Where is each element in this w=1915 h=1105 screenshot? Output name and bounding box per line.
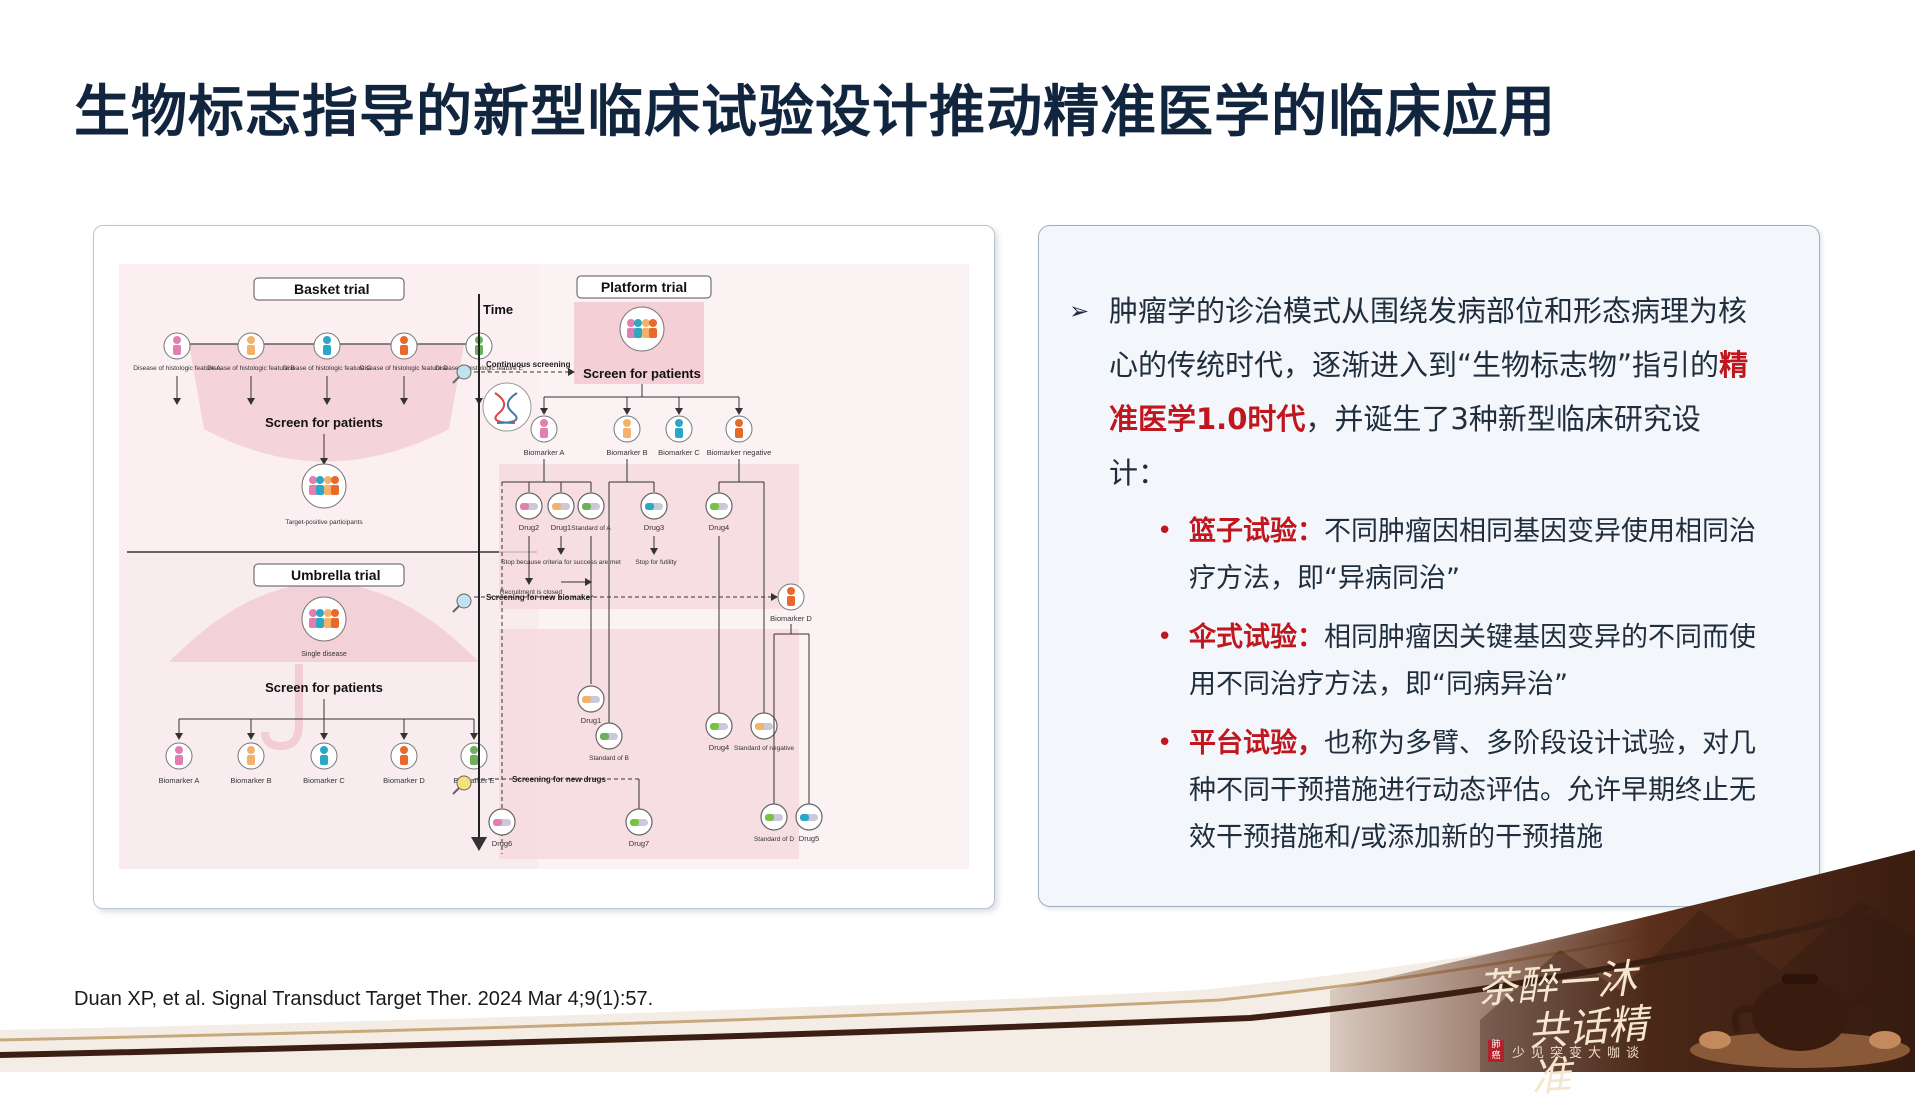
trial-design-diagram: Basket trial Disease of histologic featu… <box>119 264 969 869</box>
platform-bm-a: Biomarker A <box>524 448 565 457</box>
person-icon <box>173 336 181 355</box>
figure-card: Basket trial Disease of histologic featu… <box>93 225 995 909</box>
dot-bullet-icon: • <box>1157 622 1173 652</box>
drug-capsule-icon <box>750 712 778 740</box>
platform-stop-futility: Stop for futility <box>635 559 677 566</box>
basket-disease-c: Disease of histologic feature C <box>283 365 371 372</box>
platform-screen: Screen for patients <box>583 366 701 381</box>
dot-bullet-icon: • <box>1157 728 1173 758</box>
drug-capsule-icon <box>705 712 733 740</box>
platform-drug5: Drug5 <box>799 834 819 843</box>
platform-recruit-closed: Recruitment is closed <box>500 589 563 596</box>
umbrella-single-group <box>301 596 347 642</box>
platform-drug2: Drug2 <box>519 523 539 532</box>
drug-capsule-icon <box>640 492 668 520</box>
platform-bm-neg: Biomarker negative <box>707 448 772 457</box>
magnifier-icon <box>452 775 472 795</box>
dot-bullet-icon: • <box>1157 516 1173 546</box>
item-text: 不同肿瘤因相同基因变异使用相同治疗方法，即“异病同治” <box>1189 516 1756 594</box>
drug-capsule-icon <box>625 808 653 836</box>
platform-title: Platform trial <box>601 279 687 295</box>
platform-drug6: Drug6 <box>492 839 512 848</box>
drug-capsule-icon <box>547 492 575 520</box>
platform-time: Time <box>483 302 513 317</box>
platform-drug1b: Drug1 <box>581 716 601 725</box>
platform-bm-d: Biomarker D <box>770 614 812 623</box>
umbrella-biomarker-row <box>165 742 488 770</box>
platform-std-b: Standard of B <box>589 755 629 762</box>
platform-drug4: Drug4 <box>709 523 729 532</box>
magnifier-icon <box>452 593 472 613</box>
drug-capsule-icon <box>515 492 543 520</box>
item-text: 相同肿瘤因关键基因变异的不同而使用不同治疗方法，即“同病异治” <box>1189 622 1756 700</box>
platform-bm-b: Biomarker B <box>606 448 647 457</box>
brand-seal: 肺癌 <box>1488 1040 1504 1062</box>
platform-std-neg: Standard of negative <box>734 745 794 752</box>
drug-capsule-icon <box>577 685 605 713</box>
platform-continuous: Continuous screening <box>486 360 571 369</box>
platform-new-biomarker: Screening for new biomaker <box>486 593 593 602</box>
drug-capsule-icon <box>595 722 623 750</box>
basket-disease-row <box>163 332 493 360</box>
list-item-basket: • 篮子试验：不同肿瘤因相同基因变异使用相同治疗方法，即“异病同治” <box>1157 508 1764 602</box>
tagline-text: 少见突变大咖谈 <box>1512 1045 1646 1061</box>
basket-disease-a: Disease of histologic feature A <box>133 365 221 372</box>
page-title: 生物标志指导的新型临床试验设计推动精准医学的临床应用 <box>74 80 1556 145</box>
person-icon <box>400 336 408 355</box>
platform-group <box>619 306 665 352</box>
basket-participants-group <box>301 463 347 509</box>
person-icon <box>247 336 255 355</box>
platform-stop-success: Stop because criteria for success are me… <box>501 559 621 566</box>
intro-text-2: ，并诞生了3种新型临床研究设计： <box>1109 402 1701 490</box>
arrow-bullet-icon: ➢ <box>1069 297 1090 325</box>
basket-title: Basket trial <box>294 281 369 297</box>
item-label: 伞式试验： <box>1189 622 1324 653</box>
basket-disease-d: Disease of histologic feature D <box>360 365 448 372</box>
intro-text-1: 肿瘤学的诊治模式从围绕发病部位和形态病理为核心的传统时代，逐渐进入到“生物标志物… <box>1109 294 1748 382</box>
list-item-platform: • 平台试验，也称为多臂、多阶段设计试验，对几种不同干预措施进行动态评估。允许早… <box>1157 720 1764 861</box>
teapot-icon <box>1690 974 1910 1068</box>
magnifier-icon <box>452 364 472 384</box>
umbrella-single: Single disease <box>301 651 347 658</box>
platform-drug3: Drug3 <box>644 523 664 532</box>
citation: Duan XP, et al. Signal Transduct Target … <box>74 988 654 1010</box>
dna-icon <box>482 382 532 432</box>
umbrella-bm-e: Biomarker E <box>453 776 494 785</box>
platform-drug7: Drug7 <box>629 839 649 848</box>
basket-screen: Screen for patients <box>265 415 383 430</box>
summary-panel: ➢ 肿瘤学的诊治模式从围绕发病部位和形态病理为核心的传统时代，逐渐进入到“生物标… <box>1038 225 1820 907</box>
drug-capsule-icon <box>795 803 823 831</box>
intro-paragraph: ➢ 肿瘤学的诊治模式从围绕发病部位和形态病理为核心的传统时代，逐渐进入到“生物标… <box>1069 284 1749 500</box>
brand-tagline: 肺癌 少见突变大咖谈 <box>1488 1040 1645 1062</box>
drug-capsule-icon <box>705 492 733 520</box>
trial-design-figure: Basket trial Disease of histologic featu… <box>119 264 969 869</box>
drug-capsule-icon <box>760 803 788 831</box>
umbrella-bm-a: Biomarker A <box>159 776 200 785</box>
brand-logo: 茶醉一沐 共话精准 <box>1475 953 1684 1105</box>
drug-capsule-icon <box>488 808 516 836</box>
drug-capsule-icon <box>577 492 605 520</box>
umbrella-title: Umbrella trial <box>291 567 380 583</box>
umbrella-bm-d: Biomarker D <box>383 776 425 785</box>
basket-participants: Target-positive participants <box>285 519 363 526</box>
platform-drug4b: Drug4 <box>709 743 729 752</box>
item-label: 平台试验， <box>1189 728 1324 759</box>
item-text: 也称为多臂、多阶段设计试验，对几种不同干预措施进行动态评估。允许早期终止无效干预… <box>1189 728 1756 853</box>
intro-highlight: 精准医学1.0时代 <box>1109 348 1749 436</box>
platform-bm-c: Biomarker C <box>658 448 700 457</box>
umbrella-bm-c: Biomarker C <box>303 776 345 785</box>
platform-std-a: Standard of A <box>571 525 611 532</box>
list-item-umbrella: • 伞式试验：相同肿瘤因关键基因变异的不同而使用不同治疗方法，即“同病异治” <box>1157 614 1764 708</box>
platform-new-drugs: Screening for new drugs <box>512 775 606 784</box>
person-icon <box>323 336 331 355</box>
platform-drug1: Drug1 <box>551 523 571 532</box>
umbrella-bm-b: Biomarker B <box>230 776 271 785</box>
platform-std-d: Standard of D <box>754 836 794 843</box>
umbrella-screen: Screen for patients <box>265 680 383 695</box>
basket-disease-b: Disease of histologic feature B <box>207 365 295 372</box>
bottom-decoration <box>0 850 1915 1072</box>
item-label: 篮子试验： <box>1189 516 1324 547</box>
